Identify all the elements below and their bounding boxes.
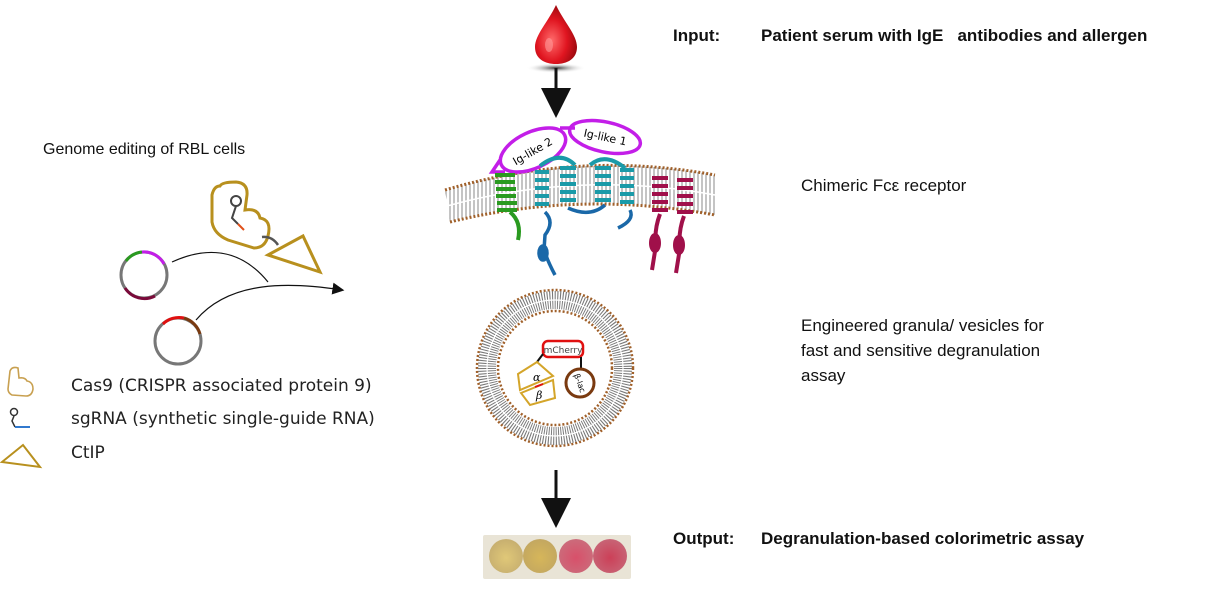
- cas9-icon: [7, 366, 34, 397]
- input-text: Patient serum with IgE antibodies and al…: [761, 26, 1148, 45]
- well-plate-image: [483, 535, 631, 579]
- ig-like-1-label: Ig-like 1: [582, 127, 627, 149]
- beta-chain-helices: [649, 176, 693, 274]
- sgrna-icon: [9, 407, 30, 428]
- cas9-complex: [210, 180, 323, 275]
- legend-sgrna-label: sgRNA (synthetic single-guide RNA): [71, 409, 375, 429]
- genome-editing-title: Genome editing of RBL cells: [43, 141, 246, 158]
- legend-ctip-label: CtIP: [71, 443, 105, 463]
- output-label: Output:: [673, 529, 735, 548]
- vesicle-caption: Engineered granula/ vesicles for fast an…: [801, 313, 1044, 388]
- genome-editing-schematic: [119, 180, 345, 366]
- well-yellow-1: [489, 539, 523, 573]
- chimeric-receptor: Ig-like 2 Ig-like 1: [444, 118, 716, 276]
- plasmid-2: [153, 315, 203, 366]
- gamma-chain-helices: [535, 155, 634, 276]
- output-text: Degranulation-based colorimetric assay: [761, 529, 1085, 548]
- well-yellow-2: [523, 539, 557, 573]
- arrow-plasmid-1: [171, 251, 269, 283]
- vesicle-caption-line-3: assay: [801, 366, 846, 385]
- blood-drop-icon: [526, 5, 586, 73]
- vesicle-caption-line-1: Engineered granula/ vesicles for: [801, 316, 1044, 335]
- input-label: Input:: [673, 26, 721, 45]
- plasmid-1: [119, 250, 169, 301]
- engineered-vesicle: mCherry α β β-lac: [475, 288, 635, 448]
- alpha-label: α: [533, 371, 541, 384]
- well-pink-2: [593, 539, 627, 573]
- ctip-icon: [0, 443, 43, 469]
- legend-cas9-label: Cas9 (CRISPR associated protein 9): [71, 376, 372, 396]
- arrow-plasmid-2: [195, 282, 345, 321]
- well-pink-1: [559, 539, 593, 573]
- alpha-chain-helix: [495, 173, 521, 241]
- receptor-caption: Chimeric Fcε receptor: [801, 176, 967, 195]
- beta-label: β: [535, 389, 542, 402]
- vesicle-caption-line-2: fast and sensitive degranulation: [801, 341, 1041, 360]
- mcherry-label: mCherry: [544, 346, 584, 356]
